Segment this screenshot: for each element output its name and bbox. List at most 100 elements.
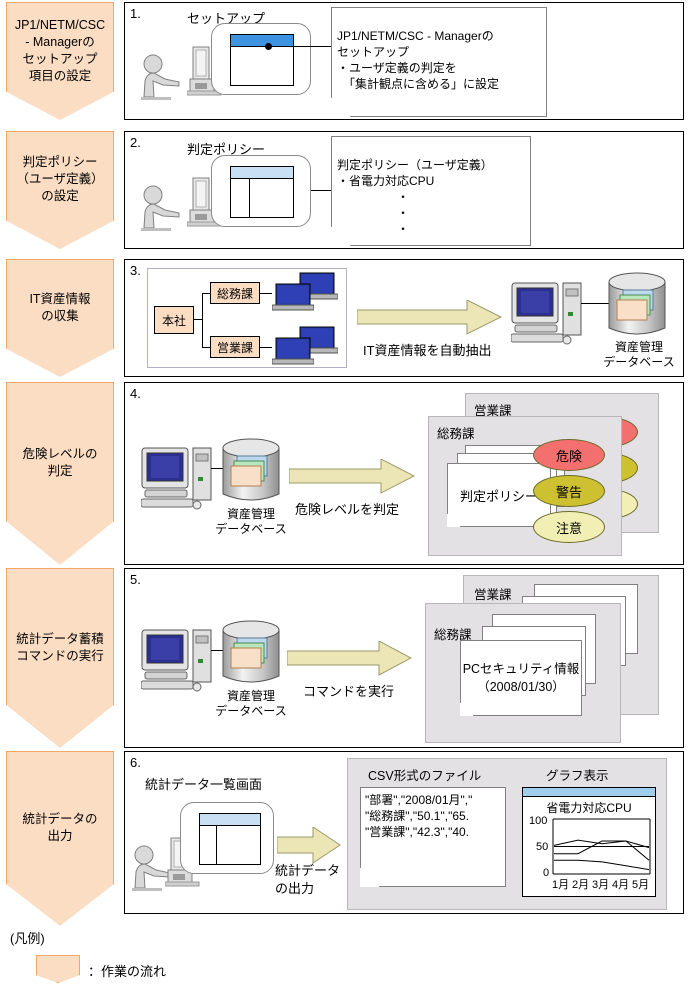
csv-title: CSV形式のファイル <box>368 769 482 783</box>
graph-window: 省電力対応CPU 100 50 0 <box>522 787 656 897</box>
step-panel-1: 1. セットアップ JP1/NETM/CSC - Managerの セット <box>124 2 684 120</box>
step-4-arrow-label: 危険レベルを判定 <box>295 502 400 517</box>
pc-db-connector <box>211 650 225 651</box>
graph-title: グラフ表示 <box>546 769 609 783</box>
step-2-number: 2. <box>130 135 141 150</box>
svg-text:2月: 2月 <box>572 879 589 891</box>
laptop-icon <box>272 283 314 311</box>
flow-arrow-icon <box>289 459 415 494</box>
step-2-screen-frame <box>211 155 311 227</box>
step-3-number: 3. <box>130 263 141 278</box>
step-6-screen-frame <box>180 802 274 874</box>
org-dept-2: 営業課 <box>210 336 260 358</box>
org-connector-h-2 <box>202 347 210 348</box>
flow-arrow-icon <box>287 641 412 676</box>
flow-step-1-label: JP1/NETM/CSC - Managerの セットアップ 項目の設定 <box>14 17 106 83</box>
graph-window-titlebar <box>523 788 655 797</box>
step-2-note: 判定ポリシー（ユーザ定義） ・省電力対応CPU ・ ・ ・ <box>331 136 531 246</box>
flow-step-2: 判定ポリシー （ユーザ定義） の設定 <box>6 131 114 249</box>
legend-flow-shape <box>36 955 80 983</box>
doc-fold-corner <box>460 702 474 716</box>
risk-pill-caution: 注意 <box>533 511 605 543</box>
org-dept-1: 総務課 <box>210 282 260 304</box>
database-icon <box>222 620 280 683</box>
org-connector-h-root <box>194 319 202 320</box>
window-titlebar <box>231 167 293 179</box>
svg-text:1月: 1月 <box>552 879 569 891</box>
risk-pill-label: 注意 <box>555 520 582 536</box>
person-icon <box>141 54 180 100</box>
flow-step-3: IT資産情報 の収集 <box>6 259 114 377</box>
step-5-db-label: 資産管理 データベース <box>215 689 287 718</box>
step-2-window <box>230 166 294 218</box>
chart-title: 省電力対応CPU <box>546 801 632 815</box>
output-panel: CSV形式のファイル グラフ表示 "部署","2008/01月"," "総務課"… <box>347 758 667 910</box>
step-5-number: 5. <box>130 572 141 587</box>
org-connector-h-1 <box>202 293 210 294</box>
step-1-note-text: JP1/NETM/CSC - Managerの セットアップ ・ユーザ定義の判定… <box>337 29 500 91</box>
risk-pill-danger: 危険 <box>533 439 605 471</box>
database-icon <box>608 272 666 335</box>
database-icon <box>222 438 280 501</box>
dept-panel-front: 総務課 判定ポリシー 危険 警告 注意 <box>428 416 622 556</box>
step-6-window <box>199 813 261 865</box>
flow-step-4: 危険レベルの 判定 <box>6 382 114 565</box>
flow-step-6: 統計データの 出力 <box>6 751 114 926</box>
svg-text:50: 50 <box>536 841 548 853</box>
desktop-pc-icon <box>141 447 212 510</box>
step-4-db-label: 資産管理 データベース <box>215 507 287 536</box>
report-doc-label: PCセキュリティ情報 （2008/01/30） <box>462 662 580 694</box>
pc-db-connector <box>211 468 225 469</box>
note-fold-corner <box>331 97 351 117</box>
org-connector-h-1b <box>260 293 272 294</box>
dept-panel-back-label: 営業課 <box>474 588 512 602</box>
svg-text:3月: 3月 <box>592 879 609 891</box>
step-1-screen-frame <box>211 23 311 95</box>
person-icon <box>141 185 180 231</box>
step-1-window <box>230 34 294 86</box>
flow-arrow-icon <box>357 300 502 335</box>
policy-doc-label: 判定ポリシー <box>459 488 538 504</box>
window-column-divider <box>249 179 250 218</box>
pc-db-connector <box>581 303 611 304</box>
flow-step-6-label: 統計データの 出力 <box>22 812 98 843</box>
flow-step-2-label: 判定ポリシー （ユーザ定義） の設定 <box>16 155 104 203</box>
step-6-number: 6. <box>130 755 141 770</box>
csv-body-text: "部署","2008/01月"," "総務課","50.1","65. "営業課… <box>365 793 473 839</box>
laptop-icon <box>272 337 314 365</box>
step-6-arrow-label: 統計データ の出力 <box>275 863 341 896</box>
doc-fold-corner <box>447 513 461 527</box>
risk-pill-warning: 警告 <box>533 475 605 507</box>
dept-panel-front-label: 総務課 <box>437 427 475 441</box>
flow-step-1: JP1/NETM/CSC - Managerの セットアップ 項目の設定 <box>6 2 114 120</box>
flow-step-3-label: IT資産情報 の収集 <box>29 291 91 323</box>
person-icon <box>132 845 171 891</box>
step-2-note-text: 判定ポリシー（ユーザ定義） ・省電力対応CPU ・ ・ ・ <box>337 158 493 236</box>
step-3-arrow-label: IT資産情報を自動抽出 <box>363 343 492 358</box>
callout-dot <box>265 43 272 50</box>
flow-arrow-icon <box>277 827 341 864</box>
svg-text:100: 100 <box>529 815 547 827</box>
org-connector-v <box>202 293 203 347</box>
window-column-divider <box>216 826 217 865</box>
dept-panel-front: 総務課 PCセキュリティ情報 （2008/01/30） <box>425 603 621 743</box>
step-panel-2: 2. 判定ポリシー 判定ポリシー（ユーザ定義） ・省電力対応CPU ・ ・ ・ <box>124 131 684 249</box>
step-panel-5: 5. 資産管理 データベース <box>124 568 684 748</box>
dept-panel-front-label: 総務課 <box>434 628 472 642</box>
step-1-caption: セットアップ <box>187 11 266 26</box>
report-doc-front: PCセキュリティ情報 （2008/01/30） <box>460 640 582 716</box>
doc-fold-corner <box>360 867 380 887</box>
risk-pill-label: 危険 <box>555 448 582 464</box>
legend-title: (凡例) <box>10 931 45 946</box>
svg-text:4月: 4月 <box>612 879 629 891</box>
window-titlebar <box>231 35 293 47</box>
org-chart-container: 本社 総務課 営業課 <box>147 268 347 368</box>
csv-document: "部署","2008/01月"," "総務課","50.1","65. "営業課… <box>360 787 506 887</box>
callout-connector <box>271 46 333 47</box>
step-6-caption: 統計データ一覧画面 <box>145 777 263 792</box>
step-2-caption: 判定ポリシー <box>187 142 266 157</box>
step-panel-3: 3. 本社 総務課 営業課 <box>124 259 684 377</box>
org-root: 本社 <box>154 306 194 334</box>
step-1-note: JP1/NETM/CSC - Managerの セットアップ ・ユーザ定義の判定… <box>331 7 547 117</box>
line-chart: 100 50 0 1月 2月 3月 4 <box>529 815 651 891</box>
